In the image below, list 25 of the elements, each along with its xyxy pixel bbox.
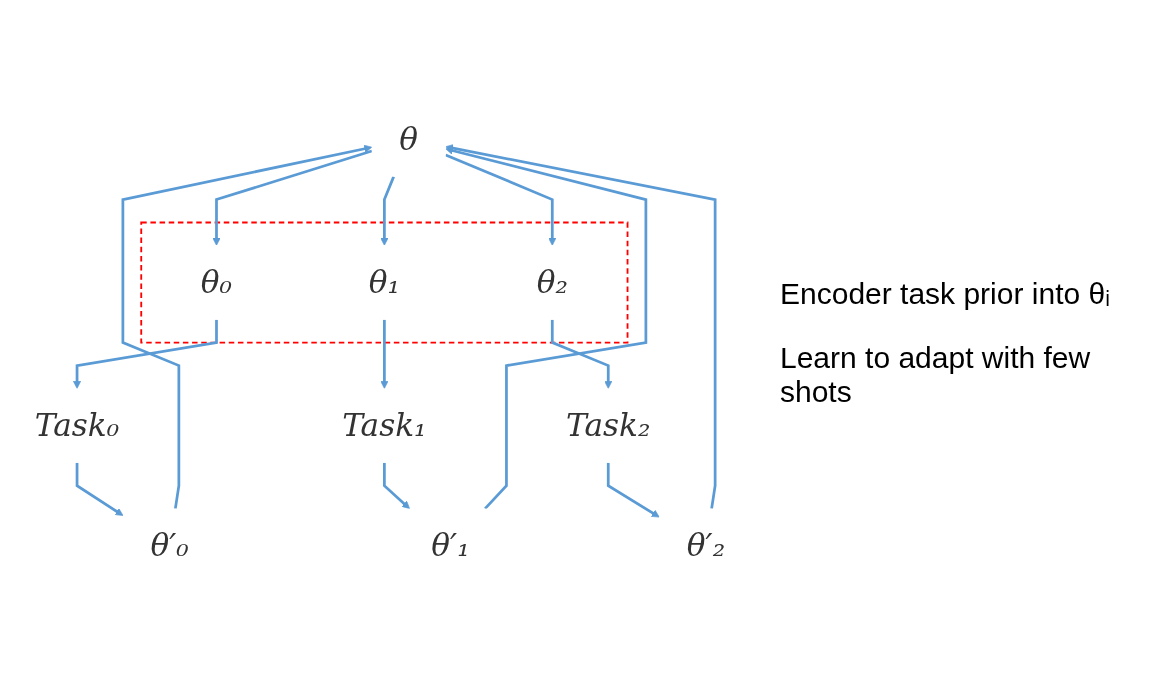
node-text: Task₁ (342, 406, 427, 444)
node-text: θ₂ (536, 263, 568, 301)
arrow (380, 175, 395, 246)
node-text: Task₂ (566, 406, 651, 444)
arrow (606, 462, 660, 518)
node-text: Task₀ (34, 406, 120, 444)
arrow (445, 146, 648, 510)
node-text: θ′₀ (150, 526, 189, 564)
note-text: Learn to adapt with few shots (780, 340, 1092, 409)
arrow (212, 149, 373, 246)
node-text: θ′₁ (431, 526, 470, 564)
arrow (383, 462, 410, 509)
arrow (121, 144, 373, 509)
cluster (140, 221, 629, 344)
arrow (550, 319, 613, 389)
arrow (75, 462, 124, 516)
arrow (73, 319, 218, 389)
node-text: θ₀ (200, 263, 233, 301)
note-text: Encoder task prior into θᵢ (780, 276, 1111, 311)
node-text: θ₁ (368, 263, 401, 301)
node-text: θ′₂ (686, 526, 726, 564)
arrow (380, 319, 389, 389)
arrow (445, 153, 557, 246)
arrow (445, 144, 717, 509)
node-text: θ (399, 120, 419, 158)
